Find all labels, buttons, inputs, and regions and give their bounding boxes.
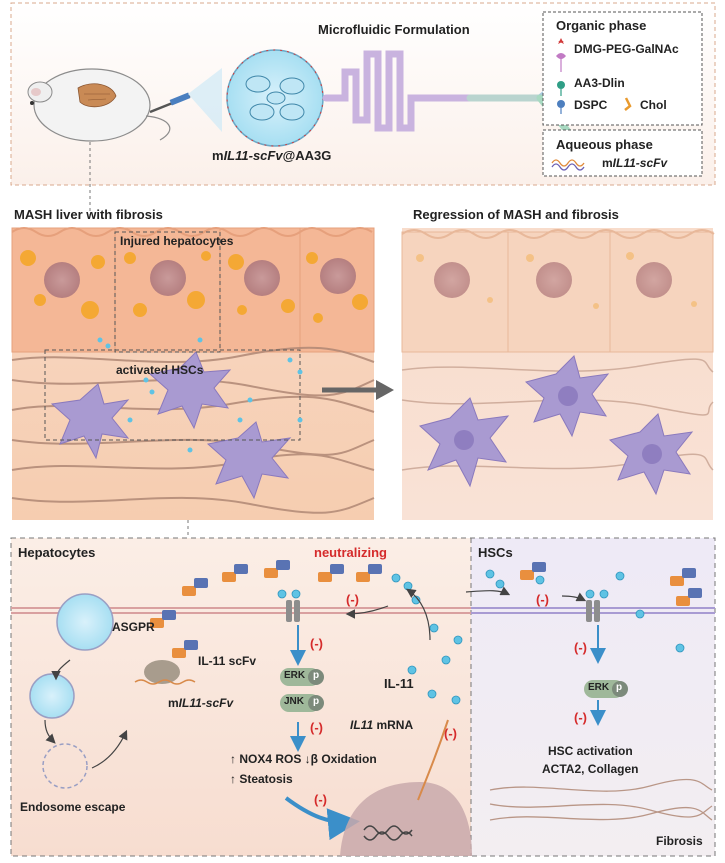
nanoparticle-label: mIL11-scFv@AA3G (212, 148, 332, 163)
fibrosis-label: Fibrosis (656, 834, 703, 848)
minus-nucleus: (-) (314, 792, 327, 807)
erk-label: ERK (284, 670, 306, 681)
nanoparticle (226, 49, 324, 147)
il11-label: IL-11 (384, 676, 414, 691)
effects-line-1: ↑ NOX4 ROS ↓β Oxidation (230, 752, 377, 766)
neutralizing-label: neutralizing (314, 545, 387, 560)
minus-mrna: (-) (444, 726, 457, 741)
il11-mrna-label: IL11 mRNA (350, 718, 414, 732)
microfluidic-title: Microfluidic Formulation (318, 22, 470, 37)
organic-phase-title: Organic phase (556, 18, 647, 33)
minus-erk-hep: (-) (310, 636, 323, 651)
collagen-label: ACTA2, Collagen (542, 762, 639, 776)
jnk-p-label: p (313, 696, 320, 707)
hsc-erk-label: ERK (588, 682, 610, 693)
legend-icons (551, 38, 632, 171)
minus-effects: (-) (310, 720, 323, 735)
legend-dspc: DSPC (574, 98, 608, 112)
minus-hsc-activation: (-) (574, 710, 587, 725)
scfv-molecules (150, 560, 702, 658)
legend-chol: Chol (640, 98, 667, 112)
left-liver-panel (11, 227, 375, 520)
minus-receptor-hep: (-) (346, 592, 359, 607)
erk-p-label: p (313, 670, 320, 681)
asgpr-label: ASGPR (112, 620, 155, 634)
aqueous-phase-title: Aqueous phase (556, 137, 653, 152)
right-liver-panel (401, 228, 715, 520)
activated-hscs-label: activated HSCs (116, 363, 204, 377)
endosome-escape-label: Endosome escape (20, 800, 126, 814)
hsc-activation-label: HSC activation (548, 744, 633, 758)
legend-mil11-scfv: mIL11-scFv (602, 156, 668, 170)
scfv-label: IL-11 scFv (198, 654, 257, 668)
minus-receptor-hsc: (-) (536, 592, 549, 607)
left-panel-title: MASH liver with fibrosis (14, 207, 163, 222)
legend-aa3-dlin: AA3-Dlin (574, 76, 625, 90)
jnk-label: JNK (284, 696, 305, 707)
aqueous-phase-box (542, 129, 703, 177)
effects-line-2: ↑ Steatosis (230, 772, 293, 786)
mouse-illustration (27, 68, 191, 142)
bottom-panel (10, 537, 716, 857)
minus-hsc-erk: (-) (574, 640, 587, 655)
mrna-label: mIL11-scFv (168, 696, 234, 710)
hsc-erk-p-label: p (616, 682, 623, 693)
organic-phase-box (542, 11, 703, 126)
hepatocytes-title: Hepatocytes (18, 545, 96, 560)
legend-dmg-peg-galnac: DMG-PEG-GalNAc (574, 42, 679, 56)
injured-hepatocytes-label: Injured hepatocytes (120, 234, 234, 248)
right-panel-title: Regression of MASH and fibrosis (413, 207, 619, 222)
hscs-title: HSCs (478, 545, 513, 560)
